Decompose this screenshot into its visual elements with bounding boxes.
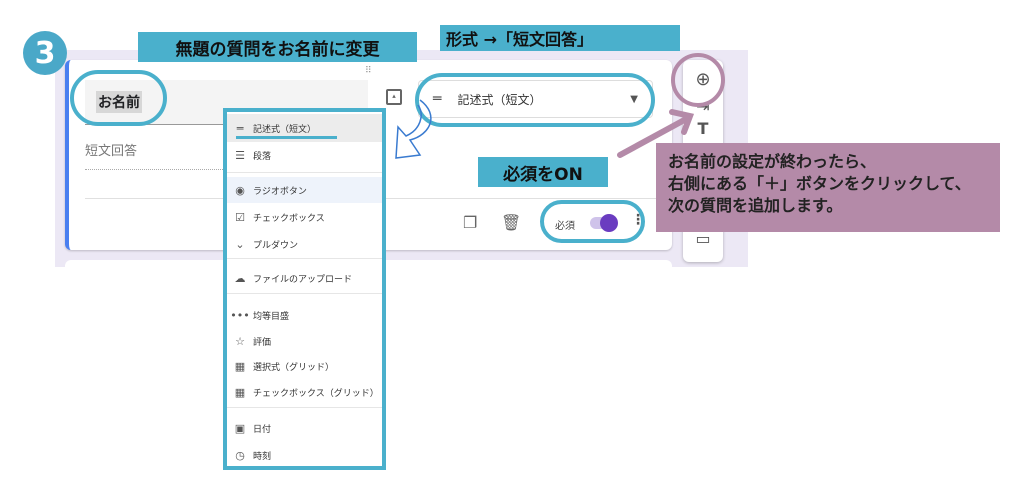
delete-icon[interactable]: 🗑 [501,213,522,232]
annotation-line: 次の質問を追加します。 [668,196,843,215]
divider [227,293,382,294]
menu-item-label: 選択式（グリッド） [253,362,335,373]
menu-item-label: 時刻 [253,451,272,462]
star-icon: ☆ [235,334,245,348]
selected-underline [236,136,337,139]
divider [227,172,382,173]
blue-arrow [395,99,432,159]
menu-item[interactable]: ☆ 評価 [227,328,382,354]
more-options-icon[interactable]: ⋮ [631,212,645,228]
cloud-upload-icon: ☁ [234,271,246,285]
type-highlight-circle [415,73,655,127]
paragraph-icon: ☰ [235,148,245,162]
clock-icon: ◷ [235,448,245,462]
menu-item-label: 段落 [253,151,272,162]
menu-item[interactable]: ☑ チェックボックス [227,204,382,230]
menu-item-label: 評価 [253,337,272,348]
menu-item[interactable]: ▦ 選択式（グリッド） [227,353,382,379]
required-label: 必須 [555,221,575,232]
menu-item[interactable]: ▦ チェックボックス（グリッド） [227,379,382,405]
grid-icon: ▦ [234,385,246,399]
divider [227,258,382,259]
required-highlight-circle [540,200,645,243]
duplicate-icon[interactable]: ❐ [463,213,478,232]
menu-item-label: ファイルのアップロード [253,274,353,285]
annotation-next-step: お名前の設定が終わったら、 右側にある「＋」ボタンをクリックして、 次の質問を追… [656,143,1000,232]
question-type-menu: ═ 記述式（短文） ☰ 段落 ◉ ラジオボタン ☑ チェックボックス ⌄ プルダウン ☁ フ… [223,108,386,470]
annotation-line: 右側にある「＋」ボタンをクリックして、 [668,174,971,193]
title-highlight-circle [70,70,167,126]
image-icon[interactable]: ▴ [386,89,402,105]
radio-icon: ◉ [235,183,245,197]
answer-placeholder: 短文回答 [85,140,225,170]
short-text-icon: ═ [236,121,244,135]
add-title-icon[interactable]: T [697,119,709,138]
menu-item-label: ラジオボタン [253,186,307,197]
menu-item[interactable]: •••均等目盛 [227,302,382,328]
grid-icon: ▦ [234,359,246,373]
annotation-rename-title: 無題の質問をお名前に変更 [138,32,417,62]
annotation-format: 形式 →「短文回答」 [440,25,680,51]
add-section-icon[interactable]: ▭ [695,229,711,248]
annotation-required-on: 必須をON [478,157,608,187]
menu-item-label: 日付 [253,424,272,435]
menu-item[interactable]: ▣ 日付 [227,415,382,441]
drag-handle-icon[interactable]: ⠿ [365,66,373,76]
menu-item-label: プルダウン [253,240,299,251]
required-toggle-knob[interactable] [600,214,618,232]
menu-item[interactable]: ☰ 段落 [227,142,382,168]
step-number-badge: 3 [23,31,67,75]
menu-item-label: 均等目盛 [253,311,290,322]
menu-item[interactable]: ◉ ラジオボタン [227,177,382,203]
pink-arrow-head [669,109,695,135]
annotation-line: お名前の設定が終わったら、 [668,152,877,171]
menu-item-label: 記述式（短文） [253,124,317,135]
pink-arrow [617,115,691,158]
menu-item[interactable]: ⌄ プルダウン [227,231,382,257]
add-button-highlight-circle [671,53,725,107]
menu-item-label: チェックボックス（グリッド） [253,388,379,399]
question-title-text[interactable]: お名前 [96,91,142,113]
divider [227,407,382,408]
menu-item[interactable]: ◷ 時刻 [227,442,382,468]
linear-scale-icon: ••• [230,308,250,322]
checkbox-icon: ☑ [235,210,245,224]
question-type-value: 記述式（短文） [457,92,542,107]
menu-item[interactable]: ☁ ファイルのアップロード [227,265,382,291]
dropdown-icon: ⌄ [235,237,245,251]
calendar-icon: ▣ [234,421,246,435]
menu-item-label: チェックボックス [253,213,325,224]
